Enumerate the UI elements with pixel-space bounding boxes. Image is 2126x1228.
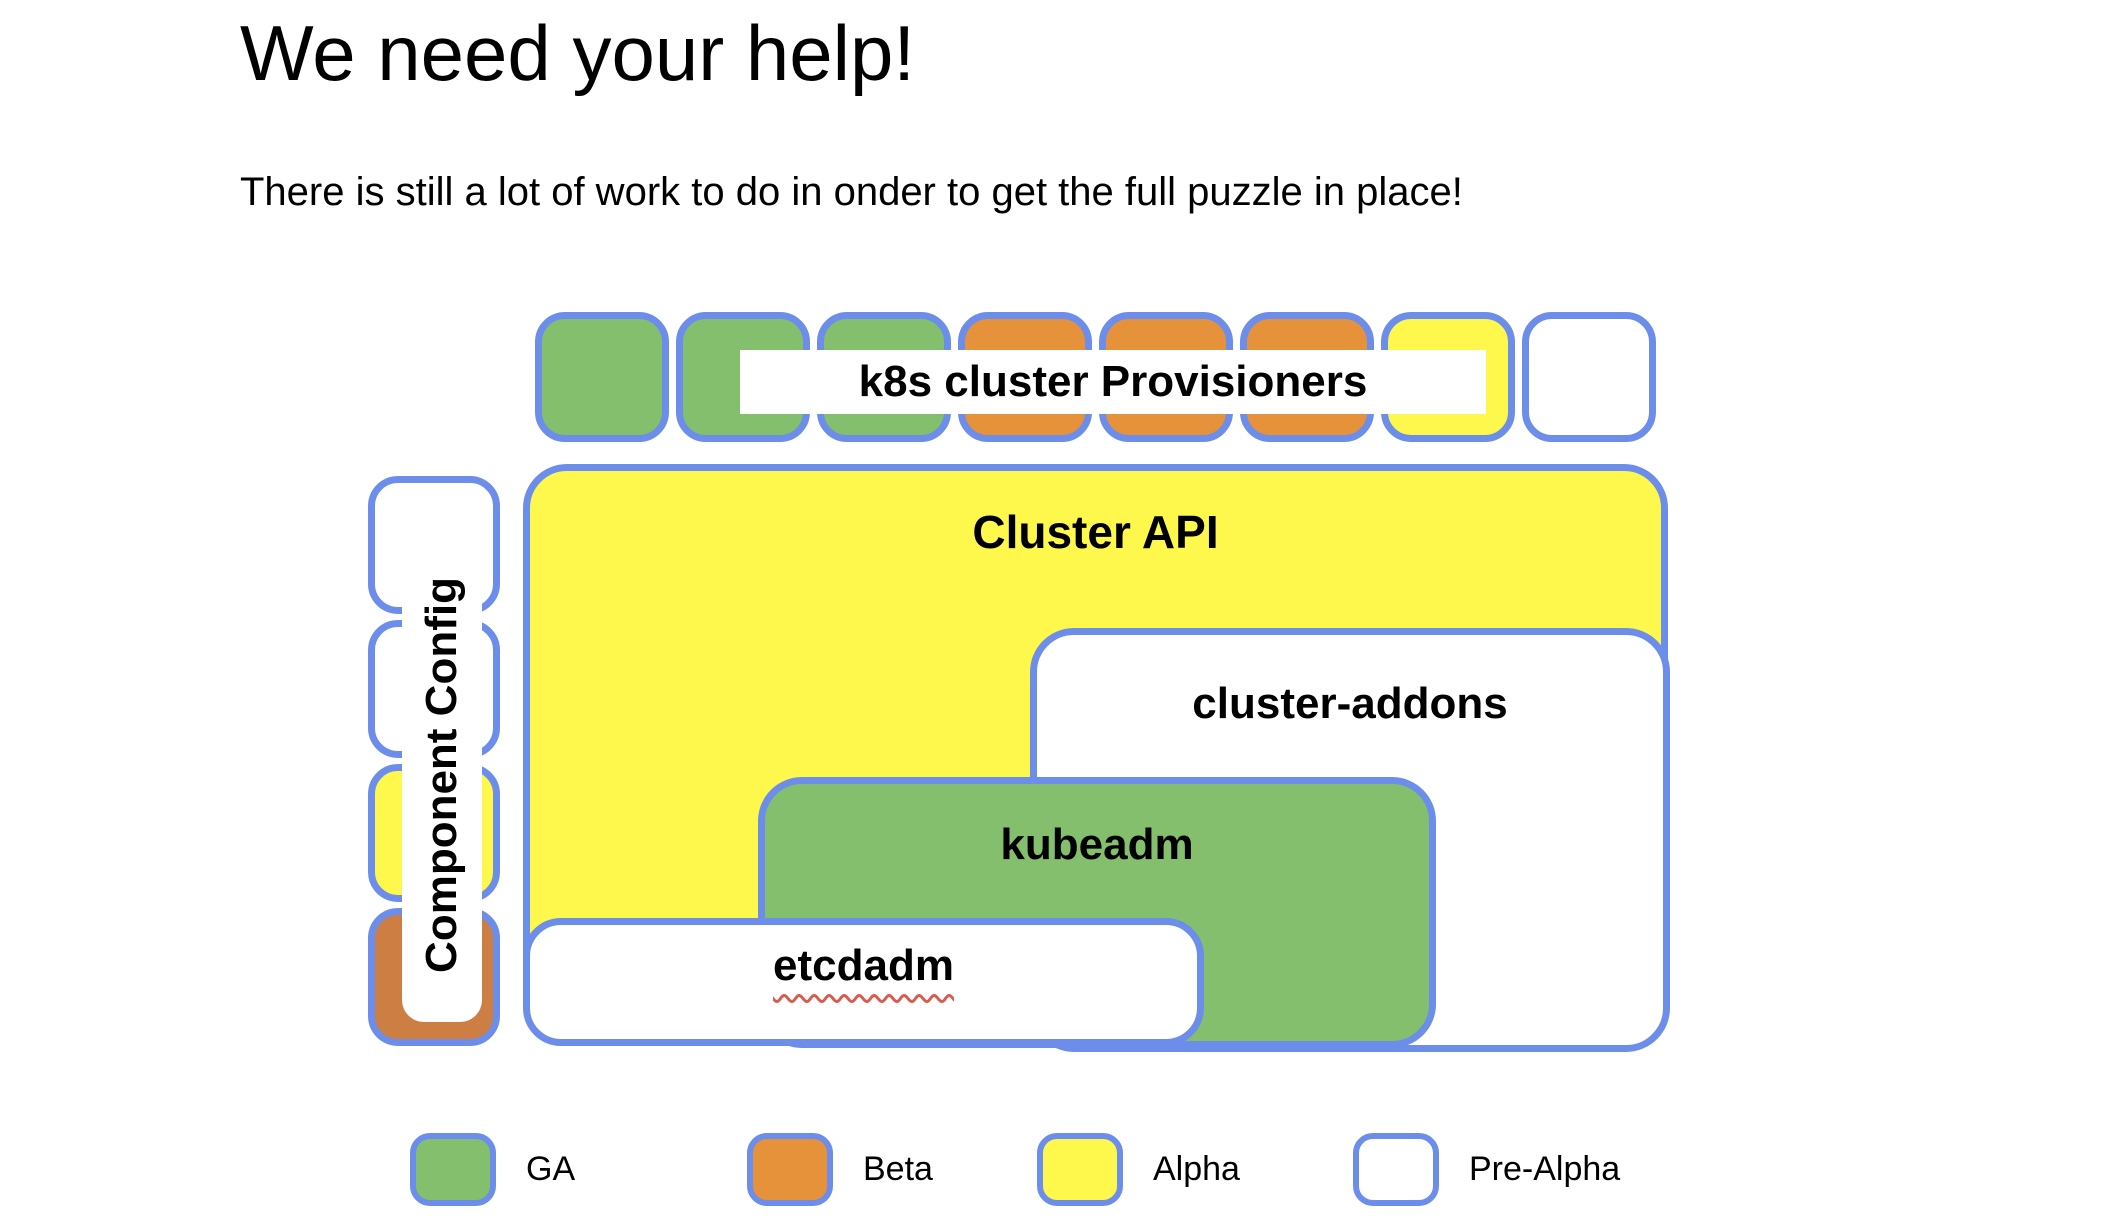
- box-label-cluster-api: Cluster API: [972, 506, 1219, 558]
- provisioners-label: k8s cluster Provisioners: [740, 350, 1486, 414]
- legend-label-alpha: Alpha: [1153, 1150, 1240, 1188]
- component-config-label-strip: Component Config: [402, 528, 482, 1022]
- provisioner-puzzle-piece: [535, 312, 669, 442]
- page-title: We need your help!: [240, 9, 915, 97]
- legend-item-ga: GA: [410, 1133, 575, 1206]
- legend-swatch-ga: [410, 1133, 496, 1206]
- legend-swatch-beta: [747, 1133, 833, 1206]
- box-label-kubeadm: kubeadm: [1000, 820, 1194, 869]
- component-config-label: Component Config: [417, 577, 467, 973]
- page-subtitle: There is still a lot of work to do in on…: [240, 170, 1463, 214]
- provisioner-puzzle-piece: [1522, 312, 1656, 442]
- legend-item-beta: Beta: [747, 1133, 933, 1206]
- legend-swatch-alpha: [1037, 1133, 1123, 1206]
- legend-label-ga: GA: [526, 1150, 576, 1188]
- box-label-cluster-addons: cluster-addons: [1192, 679, 1508, 728]
- box-label-etcdadm: etcdadm: [773, 941, 954, 990]
- box-etcdadm: etcdadm: [523, 918, 1204, 1046]
- legend-item-alpha: Alpha: [1037, 1133, 1240, 1206]
- legend-item-pre-alpha: Pre-Alpha: [1353, 1133, 1620, 1206]
- legend-label-pre-alpha: Pre-Alpha: [1469, 1150, 1621, 1188]
- legend-label-beta: Beta: [863, 1150, 933, 1188]
- legend-swatch-pre-alpha: [1353, 1133, 1439, 1206]
